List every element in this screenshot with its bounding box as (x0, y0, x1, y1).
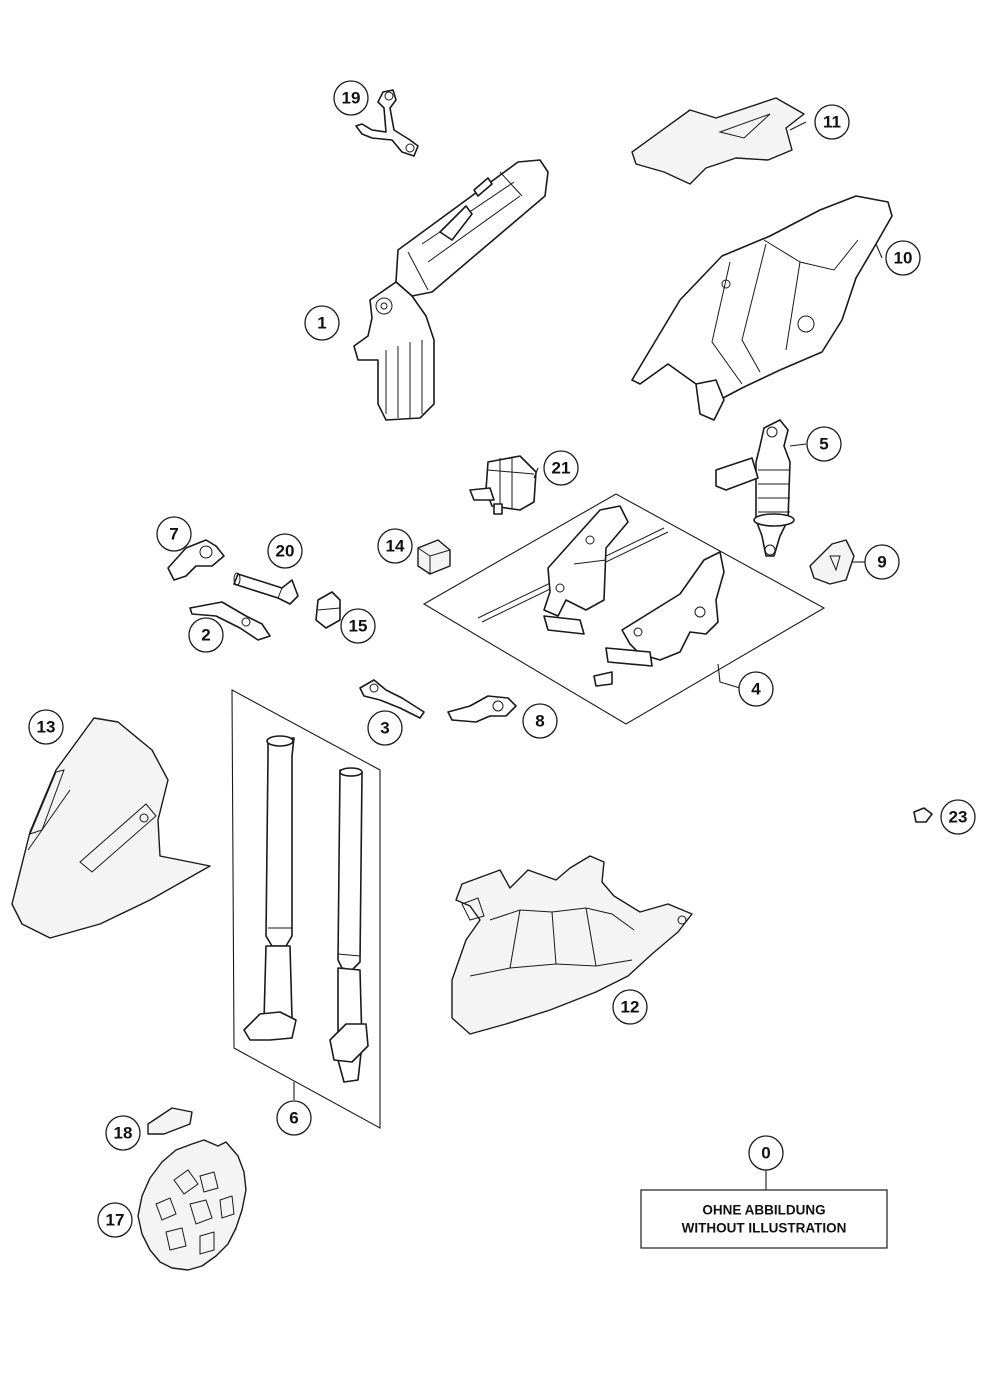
callout-14[interactable]: 14 (377, 528, 413, 564)
callout-7[interactable]: 7 (156, 516, 192, 552)
part-4-footrest-assembly[interactable] (477, 505, 725, 687)
note-box: OHNE ABBILDUNG WITHOUT ILLUSTRATION (640, 1189, 888, 1249)
callout-10-label: 10 (894, 249, 913, 268)
callout-10[interactable]: 10 (885, 240, 921, 276)
part-20-throttle-grip[interactable] (233, 572, 299, 605)
callout-11-label: 11 (823, 113, 841, 132)
part-7-lever-fitting[interactable] (167, 539, 225, 581)
part-3-lever[interactable] (359, 679, 425, 719)
callout-20-label: 20 (276, 542, 295, 561)
callout-7-label: 7 (169, 525, 178, 544)
callout-5[interactable]: 5 (806, 426, 842, 462)
part-6-group-frame (231, 689, 381, 1129)
callout-23-label: 23 (949, 808, 968, 827)
part-12-belly-pan[interactable] (451, 855, 693, 1035)
part-4-group-frame (422, 493, 826, 725)
callout-6[interactable]: 6 (276, 1100, 312, 1136)
leader-lines (293, 121, 883, 1190)
callout-2[interactable]: 2 (188, 617, 224, 653)
callout-19[interactable]: 19 (333, 80, 369, 116)
callout-18-label: 18 (114, 1124, 133, 1143)
callout-3[interactable]: 3 (367, 710, 403, 746)
part-17-brake-disc[interactable] (137, 1139, 247, 1271)
callout-12-label: 12 (621, 998, 640, 1017)
part-8-brake-fitting[interactable] (447, 695, 517, 723)
callout-5-label: 5 (819, 435, 828, 454)
callout-8[interactable]: 8 (522, 703, 558, 739)
callout-21-label: 21 (552, 459, 571, 478)
callout-9-label: 9 (877, 553, 886, 572)
part-6-front-fork[interactable] (243, 735, 369, 1083)
part-13-front-fairing[interactable] (11, 717, 211, 939)
callout-17[interactable]: 17 (97, 1202, 133, 1238)
callout-15-label: 15 (349, 617, 368, 636)
callout-0-label: 0 (761, 1144, 770, 1163)
callout-4-label: 4 (751, 680, 761, 699)
part-1-exhaust-silencer[interactable] (353, 159, 549, 421)
part-19-shift-rod[interactable] (355, 89, 419, 157)
callout-21[interactable]: 21 (543, 450, 579, 486)
part-23-clip[interactable] (913, 807, 933, 823)
callout-20[interactable]: 20 (267, 533, 303, 569)
callout-0[interactable]: 0 (748, 1135, 784, 1171)
part-15-handlebar-switch[interactable] (315, 591, 341, 629)
callout-1[interactable]: 1 (304, 305, 340, 341)
callout-8-label: 8 (535, 712, 544, 731)
callout-15[interactable]: 15 (340, 608, 376, 644)
callout-3-label: 3 (380, 719, 389, 738)
callout-12[interactable]: 12 (612, 989, 648, 1025)
note-line-2: WITHOUT ILLUSTRATION (682, 1221, 847, 1236)
callout-18[interactable]: 18 (105, 1115, 141, 1151)
part-5-shock-absorber[interactable] (715, 419, 795, 557)
note-line-1: OHNE ABBILDUNG (702, 1203, 825, 1218)
part-14-cube[interactable] (417, 539, 451, 575)
callout-6-label: 6 (289, 1109, 298, 1128)
callout-9[interactable]: 9 (864, 544, 900, 580)
callout-11[interactable]: 11 (814, 104, 850, 140)
callout-23[interactable]: 23 (940, 799, 976, 835)
part-10-seat[interactable] (631, 195, 893, 421)
part-18-brake-pad[interactable] (147, 1107, 193, 1135)
callout-13-label: 13 (37, 718, 56, 737)
callout-17-label: 17 (106, 1211, 125, 1230)
part-2-lever[interactable] (189, 601, 271, 641)
callout-2-label: 2 (201, 626, 210, 645)
callout-14-label: 14 (386, 537, 405, 556)
callout-19-label: 19 (342, 89, 361, 108)
callout-13[interactable]: 13 (28, 709, 64, 745)
part-21-control-unit[interactable] (469, 455, 537, 515)
callout-1-label: 1 (317, 314, 326, 333)
callout-4[interactable]: 4 (738, 671, 774, 707)
part-9-bracket[interactable] (809, 539, 855, 585)
part-11-seat-pad[interactable] (631, 97, 805, 185)
